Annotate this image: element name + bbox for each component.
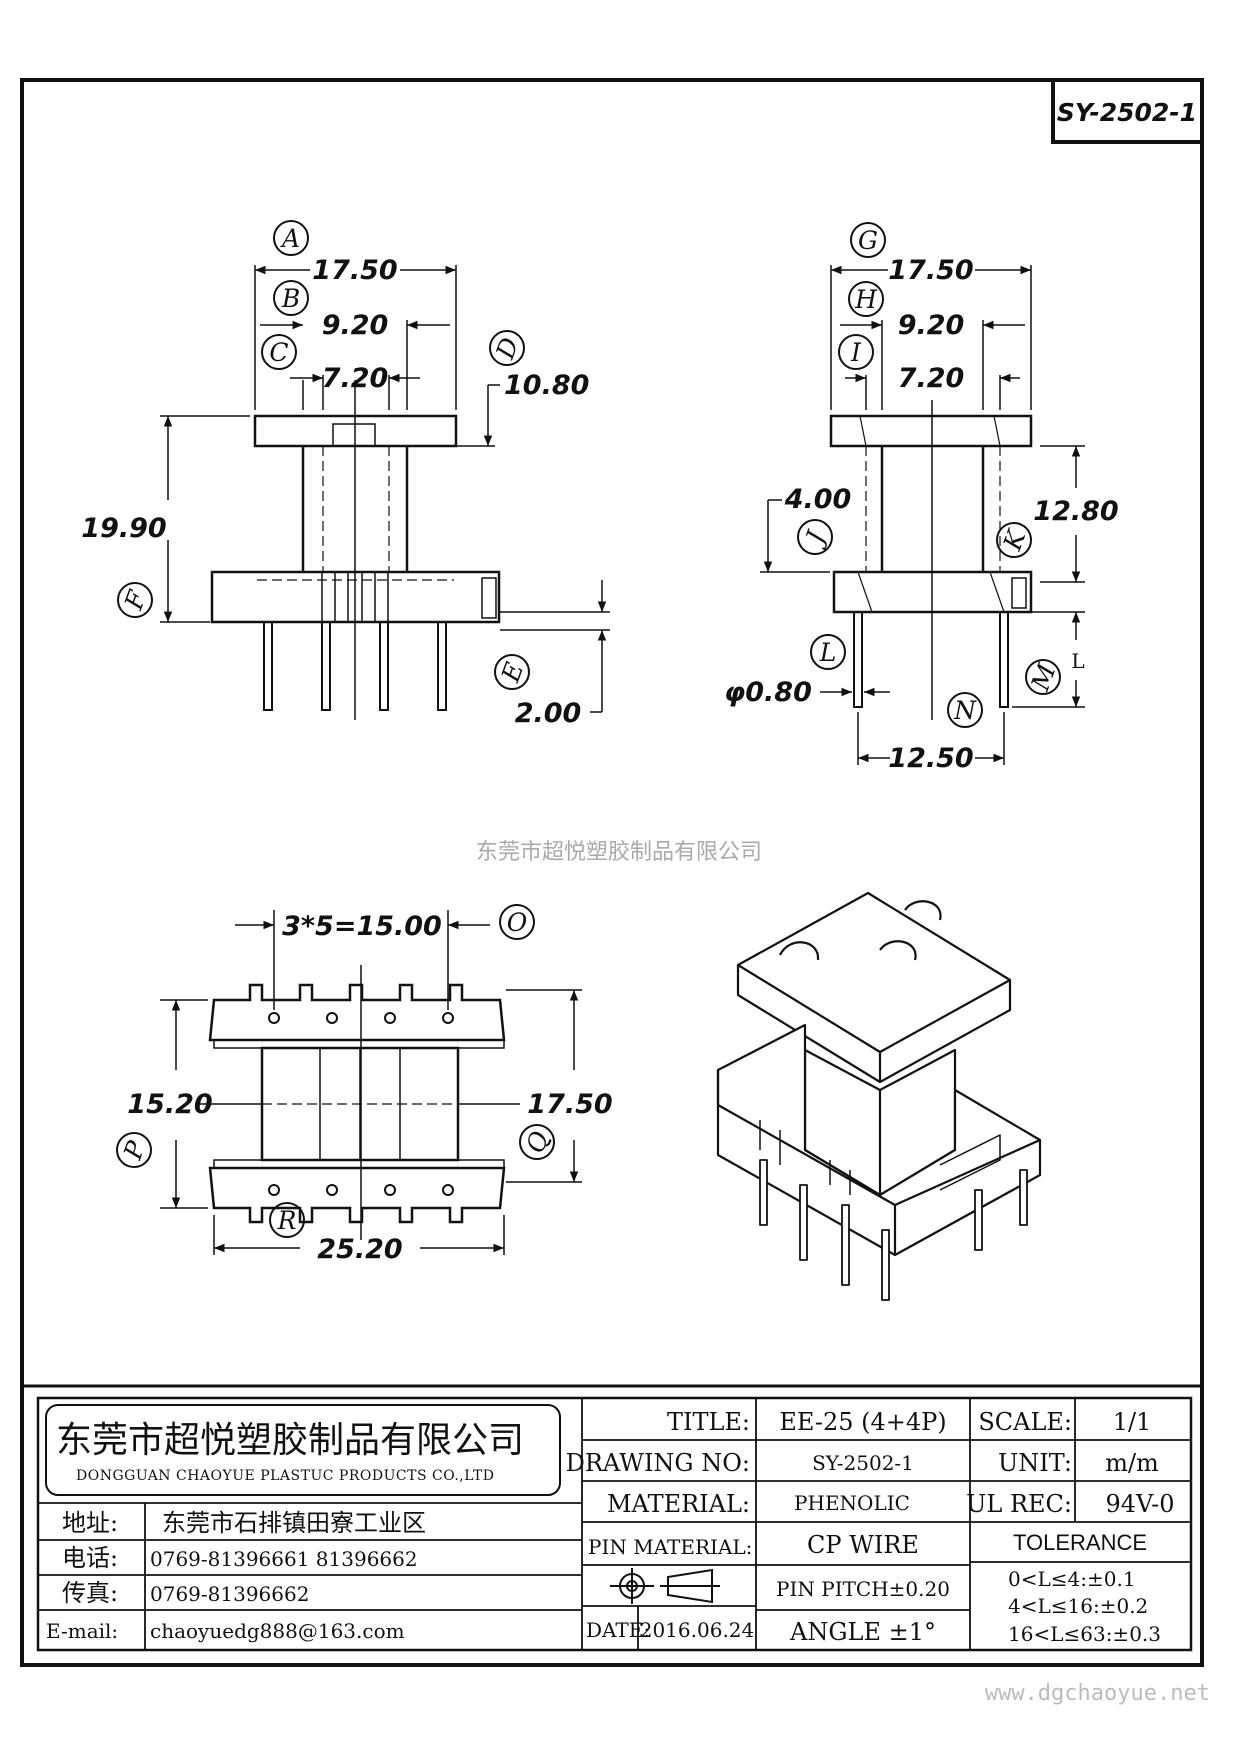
title-value: EE-25 (4+4P) [779,1408,946,1436]
unit-value: m/m [1105,1449,1159,1477]
scale-label: SCALE: [978,1408,1072,1436]
pin-material-label: PIN MATERIAL: [588,1535,752,1559]
company-name-en: DONGGUAN CHAOYUE PLASTUC PRODUCTS CO.,LT… [76,1468,494,1484]
dim-side-pin-span: 12.50 [888,743,973,774]
title-label: TITLE: [667,1408,750,1436]
dim-side-pin-length: L [1071,649,1084,673]
dim-bottom-depth: 17.50 [527,1089,612,1120]
company-name-cn: 东莞市超悦塑胶制品有限公司 [56,1420,524,1461]
label-n: N [953,696,977,725]
fax-value: 0769-81396662 [150,1582,309,1606]
address-label: 地址: [62,1509,118,1537]
label-l: L [819,638,837,667]
dim-front-height: 19.90 [81,513,166,544]
phone-label: 电话: [62,1544,118,1572]
ul-rec-value: 94V-0 [1105,1490,1174,1518]
date-value: 2016.06.24 [640,1618,755,1642]
label-r: R [277,1206,297,1235]
label-h: H [854,285,878,314]
dim-front-core: 7.20 [322,363,389,394]
unit-label: UNIT: [998,1449,1072,1477]
ul-rec-label: UL REC: [966,1490,1072,1518]
dim-bottom-pitch: 3*5=15.00 [282,911,442,942]
projection-symbol-icon [610,1568,720,1604]
label-c: C [269,338,288,367]
dim-side-inner: 9.20 [898,310,965,341]
drawing-code: SY-2502-1 [1057,98,1197,127]
drawing-no-value: SY-2502-1 [812,1451,914,1475]
label-b: B [281,284,300,313]
dim-front-inner: 9.20 [322,310,389,341]
drawing-code-box: SY-2502-1 [1051,78,1204,144]
side-view [760,265,1085,765]
address-value: 东莞市石排镇田寮工业区 [162,1509,426,1537]
label-i: I [850,338,862,367]
pin-material-value: CP WIRE [807,1531,919,1559]
drawing-no-label: DRAWING NO: [566,1449,750,1477]
tolerance-3: 16<L≤63:±0.3 [1008,1622,1161,1646]
dim-side-width: 17.50 [888,255,973,286]
tolerance-2: 4<L≤16:±0.2 [1008,1594,1148,1618]
label-p: P [118,1136,152,1164]
dim-side-pin-dia: φ0.80 [724,677,812,708]
watermark: 东莞市超悦塑胶制品有限公司 [476,840,762,865]
dim-bottom-length: 25.20 [317,1234,402,1265]
date-label: DATE: [586,1618,650,1642]
bottom-view-labels: 3*5=15.00 15.20 17.50 25.20 O P Q R [116,904,613,1265]
dim-side-height: 12.80 [1033,496,1118,527]
isometric-view [716,891,1042,1301]
material-value: PHENOLIC [794,1491,910,1515]
dim-front-flange: 10.80 [504,370,589,401]
email-value: chaoyuedg888@163.com [150,1619,405,1643]
label-g: G [858,226,878,255]
website-url: www.dgchaoyue.net [985,1681,1210,1706]
material-label: MATERIAL: [607,1490,750,1518]
label-e: E [495,659,529,687]
fax-label: 传真: [62,1579,118,1607]
dim-bottom-width: 15.20 [127,1089,212,1120]
angle-tolerance: ANGLE ±1° [789,1618,936,1646]
outer-frame [20,78,1204,1667]
scale-value: 1/1 [1113,1408,1152,1436]
dim-front-width: 17.50 [312,255,397,286]
bottom-view [160,910,582,1255]
label-a: A [280,224,300,253]
tolerance-1: 0<L≤4:±0.1 [1008,1567,1136,1591]
tolerance-label: TOLERANCE [1013,1530,1147,1555]
front-view [160,265,610,720]
dim-side-core: 7.20 [898,363,965,394]
dim-front-pin: 2.00 [515,698,582,729]
front-view-labels: 17.50 9.20 7.20 10.80 19.90 2.00 A B C D… [81,220,589,729]
phone-value: 0769-81396661 81396662 [150,1547,418,1571]
pin-pitch: PIN PITCH±0.20 [776,1577,950,1601]
label-o: O [507,908,528,937]
side-view-labels: 17.50 9.20 7.20 4.00 12.80 φ0.80 12.50 L… [724,222,1119,774]
title-block: 东莞市超悦塑胶制品有限公司 DONGGUAN CHAOYUE PLASTUC P… [22,1384,1202,1652]
dim-side-flange: 4.00 [784,484,852,515]
label-j: J [798,526,831,552]
email-label: E-mail: [46,1619,118,1643]
